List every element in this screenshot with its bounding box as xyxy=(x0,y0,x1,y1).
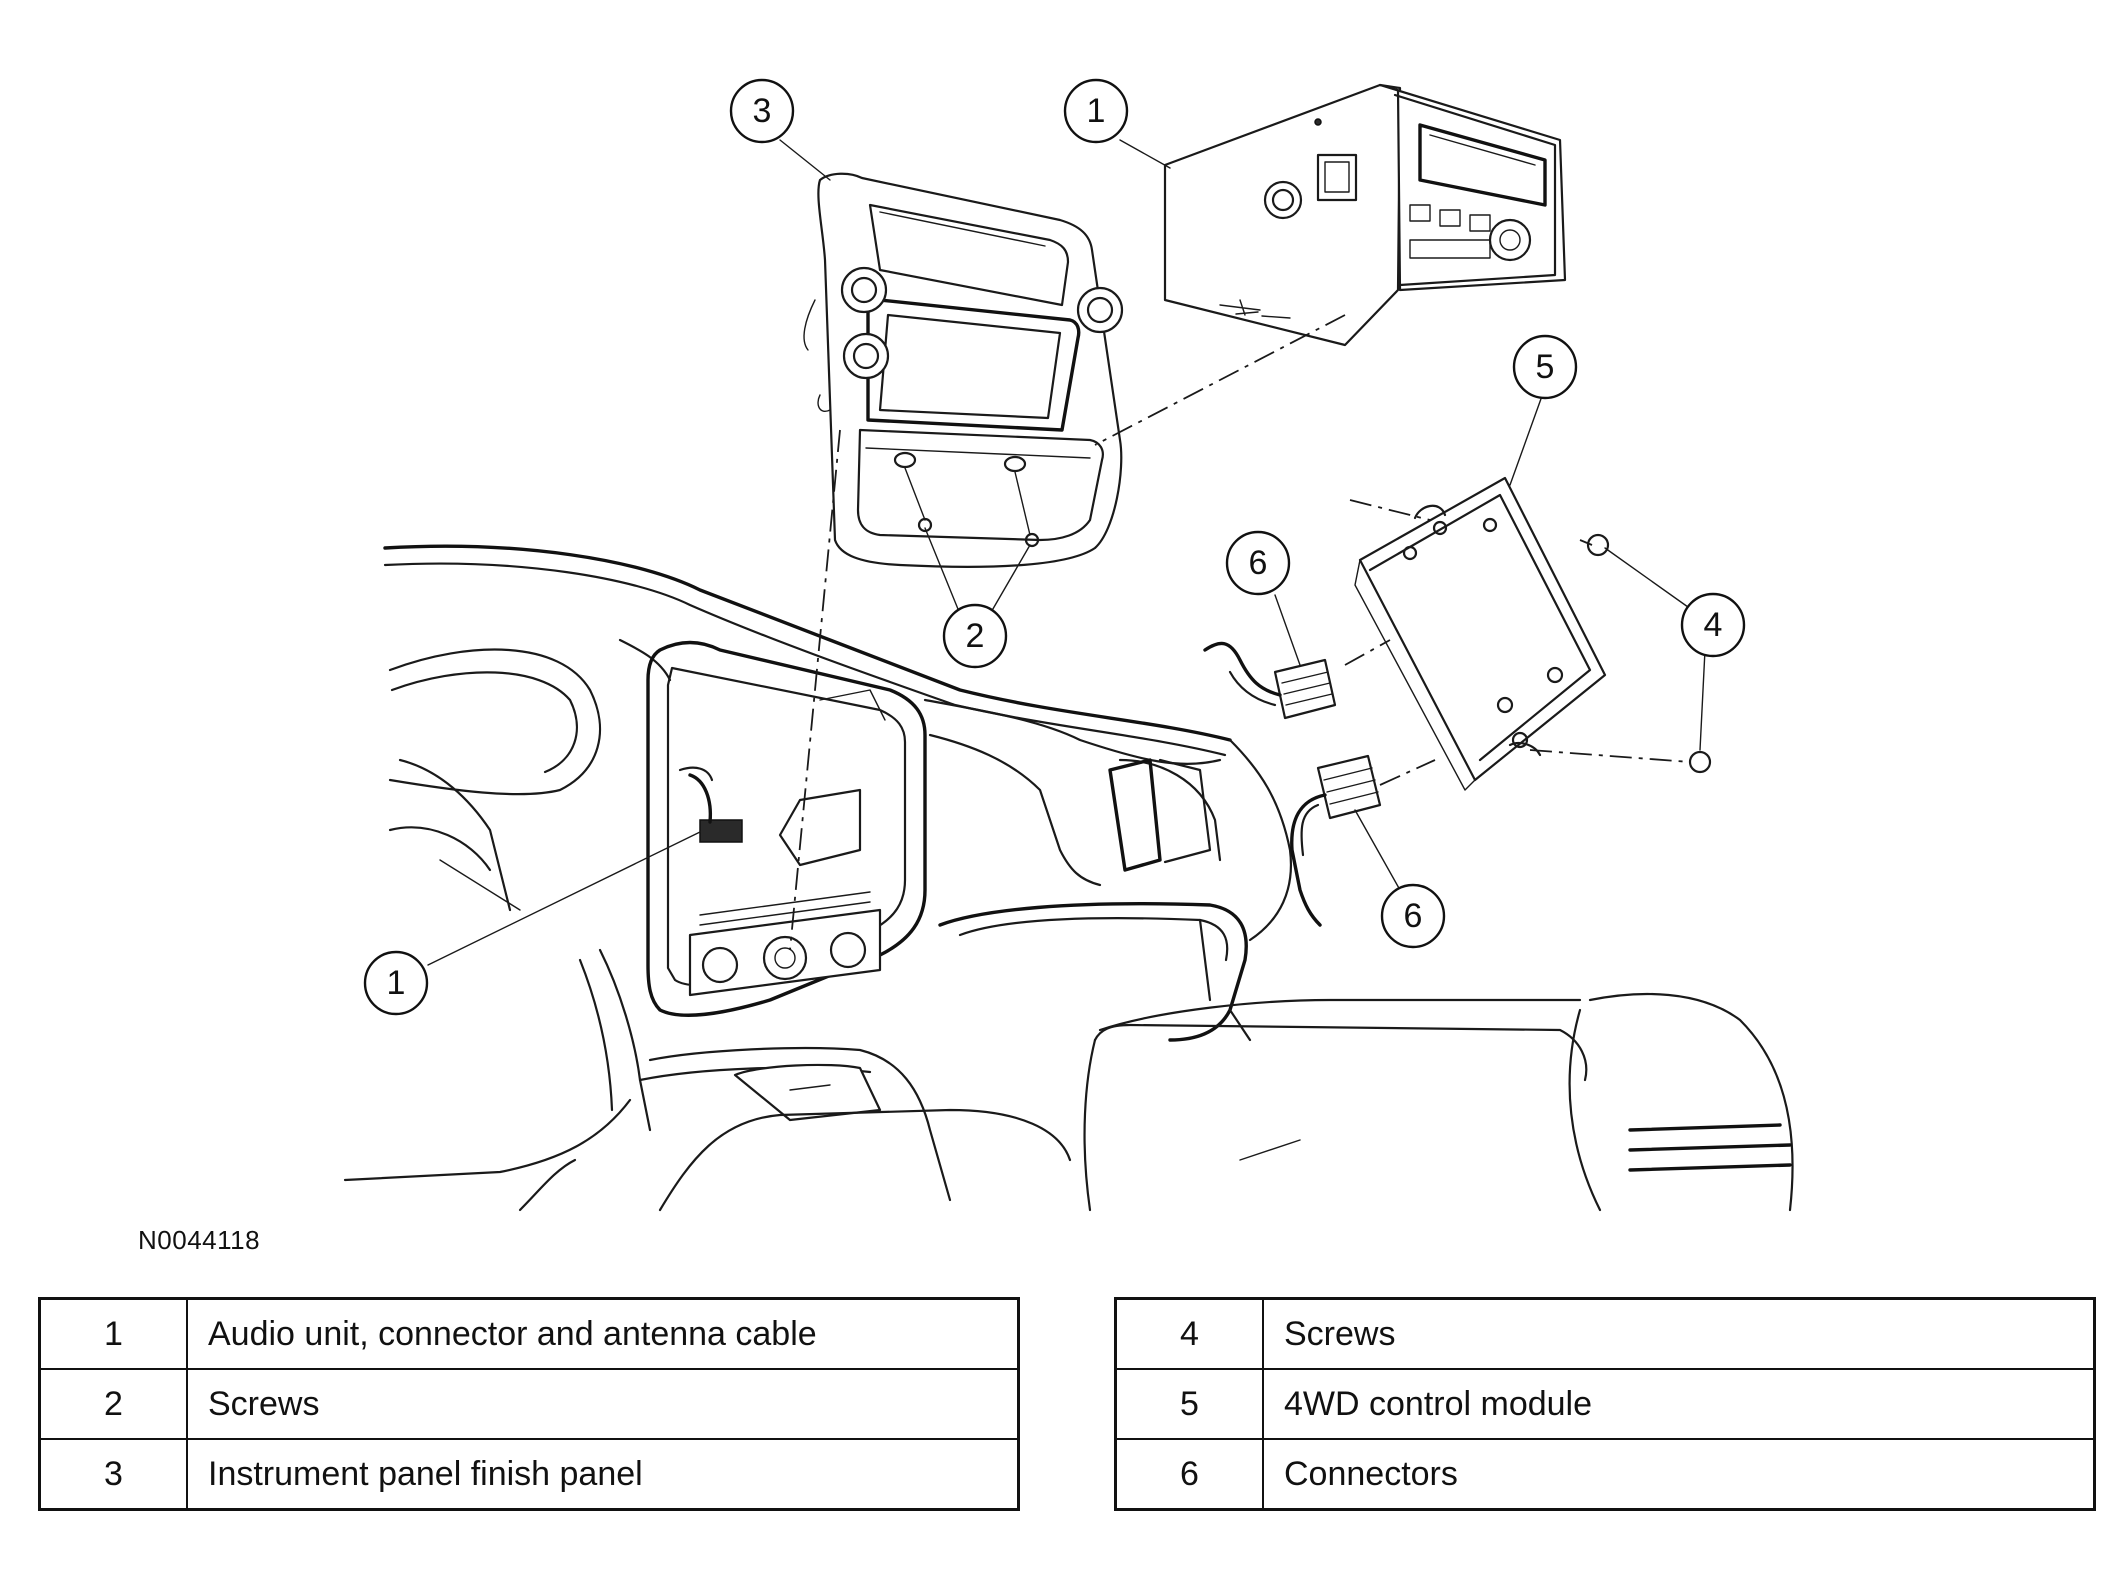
legend-table-right: 4 Screws 5 4WD control module 6 Connecto… xyxy=(1114,1297,2096,1511)
legend-description: 4WD control module xyxy=(1262,1368,2096,1440)
legend-description: Screws xyxy=(186,1368,1020,1440)
legend-row: 1 Audio unit, connector and antenna cabl… xyxy=(38,1297,1020,1370)
figure-code: N0044118 xyxy=(138,1225,261,1255)
diagram-svg: 3 1 5 6 4 2 6 1 xyxy=(343,78,1794,1212)
callout-2-label: 2 xyxy=(966,617,985,655)
callout-5-label: 5 xyxy=(1536,348,1555,386)
legend-table-left: 1 Audio unit, connector and antenna cabl… xyxy=(38,1297,1020,1511)
alignment-lines xyxy=(789,314,1691,951)
callout-4-label: 4 xyxy=(1704,606,1723,644)
legend-description: Audio unit, connector and antenna cable xyxy=(186,1297,1020,1370)
legend-description: Screws xyxy=(1262,1297,2096,1370)
callout-1-top-label: 1 xyxy=(1087,92,1106,130)
legend-number: 4 xyxy=(1114,1297,1264,1370)
callout-3-top: 3 xyxy=(729,78,795,144)
callout-6-lower-label: 6 xyxy=(1404,897,1423,935)
callout-6-upper-label: 6 xyxy=(1249,544,1268,582)
legend-row: 5 4WD control module xyxy=(1114,1368,2096,1440)
legend-description: Connectors xyxy=(1262,1438,2096,1511)
callout-1-lower: 1 xyxy=(363,950,429,1016)
callout-2: 2 xyxy=(942,603,1008,669)
legend-row: 3 Instrument panel finish panel xyxy=(38,1438,1020,1511)
4wd-module-illustration xyxy=(1354,476,1712,791)
legend-row: 4 Screws xyxy=(1114,1297,2096,1370)
callout-3-top-label: 3 xyxy=(753,92,772,130)
instrument-panel-illustration xyxy=(343,544,1794,1212)
legend-number: 1 xyxy=(38,1297,188,1370)
callout-6-upper: 6 xyxy=(1225,530,1291,596)
callout-6-lower: 6 xyxy=(1380,883,1446,949)
legend-number: 3 xyxy=(38,1438,188,1511)
connectors-illustration xyxy=(1203,641,1382,927)
finish-panel-illustration xyxy=(803,172,1124,568)
legend-row: 6 Connectors xyxy=(1114,1438,2096,1511)
legend-number: 2 xyxy=(38,1368,188,1440)
legend-description: Instrument panel finish panel xyxy=(186,1438,1020,1511)
legend-row: 2 Screws xyxy=(38,1368,1020,1440)
leader-lines xyxy=(427,139,1706,966)
legend-number: 5 xyxy=(1114,1368,1264,1440)
callout-1-top: 1 xyxy=(1063,78,1129,144)
callout-5: 5 xyxy=(1512,334,1578,400)
audio-unit-illustration xyxy=(1163,83,1567,347)
legend-number: 6 xyxy=(1114,1438,1264,1511)
callout-1-lower-label: 1 xyxy=(387,964,406,1002)
callout-4: 4 xyxy=(1680,592,1746,658)
audio-connector-shape xyxy=(699,819,743,843)
exploded-view-diagram: 3 1 5 6 4 2 6 1 xyxy=(343,78,1794,1212)
